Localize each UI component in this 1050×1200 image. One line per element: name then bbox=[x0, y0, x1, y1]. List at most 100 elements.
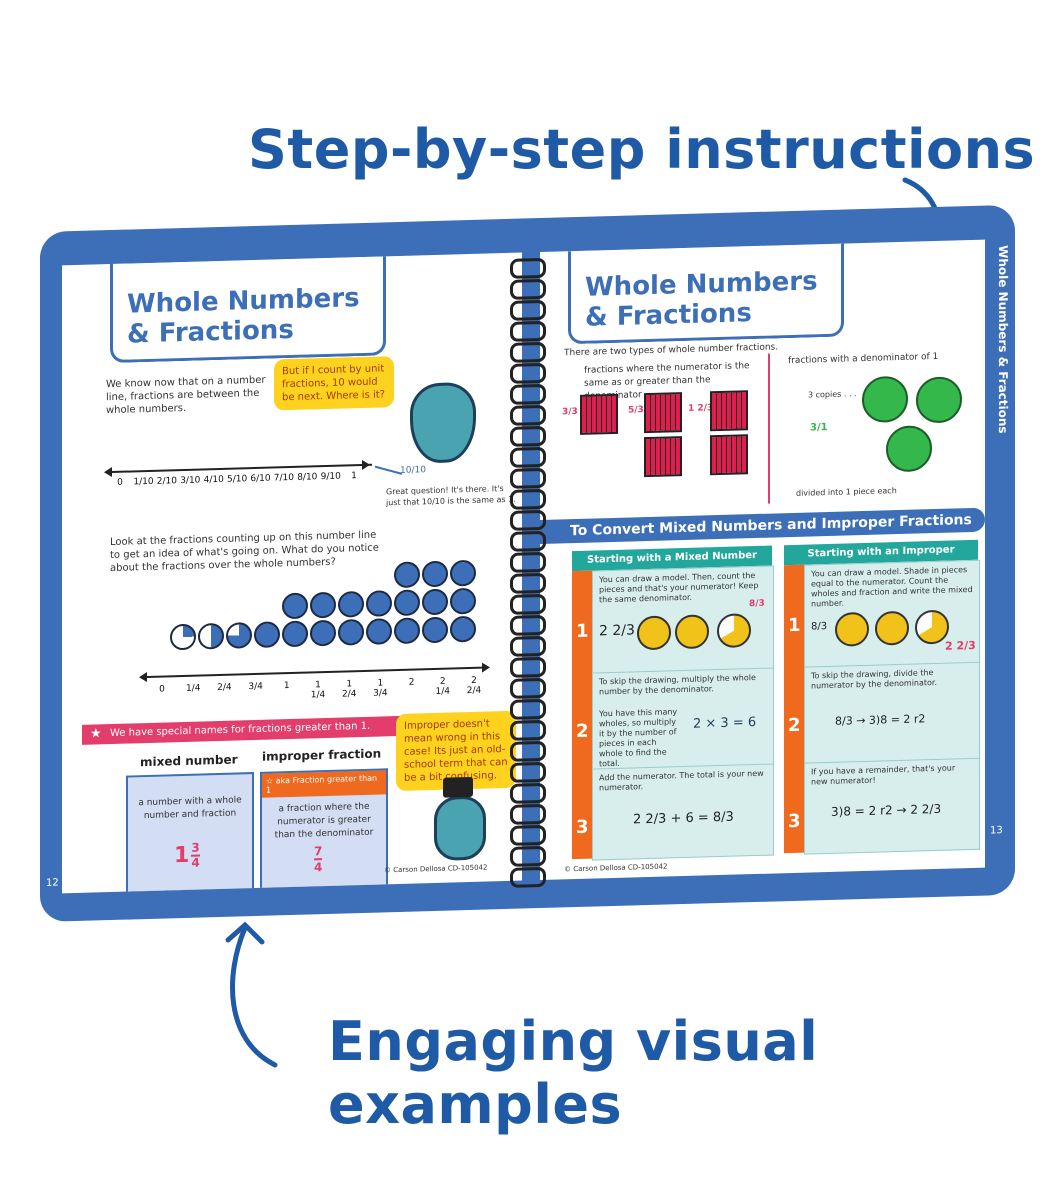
wheel-icon bbox=[637, 615, 671, 651]
quarters-tick-label: 1 3/4 bbox=[373, 678, 388, 699]
wheel-icon bbox=[717, 613, 751, 649]
mixed-heading: mixed number bbox=[140, 752, 238, 770]
tenths-tick-label: 5/10 bbox=[227, 474, 248, 485]
left-prompt: Look at the fractions counting up on thi… bbox=[110, 529, 379, 575]
quarters-tick-label: 2 2/4 bbox=[466, 675, 482, 697]
spiral-ring bbox=[510, 257, 546, 279]
right-footer: © Carson Dellosa CD-105042 bbox=[564, 862, 668, 874]
improper-tag: ☆ aka Fraction greater than 1 bbox=[262, 770, 386, 798]
spiral-ring bbox=[510, 404, 546, 426]
left-page-number: 12 bbox=[46, 877, 59, 889]
spiral-ring bbox=[510, 278, 546, 300]
tenths-tick-label: 8/10 bbox=[297, 472, 318, 483]
col1-step1-result: 8/3 bbox=[749, 598, 765, 610]
spiral-ring bbox=[510, 383, 546, 405]
tenths-tick-label: 4/10 bbox=[203, 474, 224, 486]
col1-step-num-3: 3 bbox=[576, 816, 589, 839]
fraction-circle-icon bbox=[338, 618, 364, 646]
wheel-icon bbox=[915, 609, 949, 645]
improper-example: 7 4 bbox=[314, 844, 323, 874]
whole-circle-2 bbox=[916, 376, 962, 424]
col2-step3-cell: If you have a remainder, that's your new… bbox=[804, 757, 980, 855]
fraction-bar-model bbox=[710, 390, 748, 432]
spiral-ring bbox=[510, 698, 546, 720]
tenths-tick-label: 6/10 bbox=[250, 473, 271, 485]
col2-step1-result: 2 2/3 bbox=[945, 638, 976, 653]
mascot-top-hat bbox=[434, 776, 486, 861]
col2-step1-cell: You can draw a model. Shade in pieces eq… bbox=[804, 559, 980, 669]
mixed-example-den: 4 bbox=[191, 855, 200, 870]
col2-step1-expr: 8/3 bbox=[811, 621, 828, 633]
spiral-ring bbox=[510, 593, 546, 615]
col1-step3-expr: 2 2/3 + 6 = 8/3 bbox=[633, 809, 734, 828]
right-intro: There are two types of whole number frac… bbox=[564, 342, 779, 359]
right-page-number: 13 bbox=[990, 825, 1003, 837]
type-a-frac-label: 3/3 bbox=[562, 406, 578, 418]
col2-step2-cell: To skip the drawing, divide the numerato… bbox=[804, 661, 980, 765]
spiral-ring bbox=[510, 635, 546, 657]
spiral-ring bbox=[510, 320, 546, 342]
fraction-circle-icon bbox=[310, 591, 336, 619]
left-footer: © Carson Dellosa CD-105042 bbox=[384, 863, 488, 875]
fraction-circle-icon bbox=[226, 622, 252, 649]
spiral-ring bbox=[510, 467, 546, 489]
spiral-ring bbox=[510, 845, 546, 867]
left-page: Whole Numbers & Fractions We know now th… bbox=[62, 252, 522, 894]
fraction-bar-model bbox=[580, 393, 618, 435]
whole-circle-1 bbox=[862, 375, 908, 424]
spiral-ring bbox=[510, 488, 546, 510]
wheel-icon bbox=[835, 611, 869, 647]
star-icon: ★ bbox=[90, 726, 102, 742]
tenths-tick-label: 1 bbox=[351, 471, 357, 482]
fraction-circle-icon bbox=[394, 589, 420, 617]
spiral-ring bbox=[510, 341, 546, 363]
col2-step2-text: To skip the drawing, divide the numerato… bbox=[811, 668, 938, 691]
fraction-circle-icon bbox=[450, 587, 476, 615]
left-intro: We know now that on a number line, fract… bbox=[106, 374, 266, 417]
spiral-ring bbox=[510, 656, 546, 678]
col1-step-num-2: 2 bbox=[576, 720, 589, 743]
fraction-circle-icon bbox=[366, 590, 392, 617]
fraction-circle-icon bbox=[198, 622, 224, 650]
quarters-tick-label: 2/4 bbox=[217, 682, 232, 694]
col2-step2-expr: 8/3 → 3)8 = 2 r2 bbox=[835, 712, 926, 728]
pointer-10-10: 10/10 bbox=[400, 465, 426, 476]
improper-desc: a fraction where the numerator is greate… bbox=[274, 801, 374, 841]
col2-step1-text: You can draw a model. Shade in pieces eq… bbox=[811, 565, 973, 609]
fraction-circle-icon bbox=[282, 592, 308, 620]
fraction-circle-icon bbox=[282, 620, 308, 648]
fraction-circle-icon bbox=[422, 616, 448, 644]
right-title-line2: & Fractions bbox=[585, 298, 752, 333]
left-title-line1: Whole Numbers bbox=[127, 283, 360, 320]
fraction-circle-icon bbox=[450, 615, 476, 643]
mixed-desc: a number with a whole number and fractio… bbox=[138, 795, 242, 822]
quarters-tick-label: 3/4 bbox=[248, 681, 263, 693]
spiral-ring bbox=[510, 677, 546, 699]
spiral-ring bbox=[510, 803, 546, 825]
type-divider bbox=[768, 353, 770, 504]
wheel-icon bbox=[675, 614, 709, 650]
number-line-quarters bbox=[139, 662, 490, 683]
wheel-icon bbox=[875, 610, 909, 646]
quarters-tick-label: 0 bbox=[159, 684, 165, 695]
col1-step1-expr: 2 2/3 bbox=[599, 622, 635, 640]
tenths-tick-label: 2/10 bbox=[156, 476, 178, 487]
star-outline-icon: ☆ bbox=[266, 776, 276, 786]
side-tab: Whole Numbers & Fractions bbox=[996, 244, 1010, 434]
tenths-tick-label: 1/10 bbox=[133, 476, 154, 488]
col1-step1-text: You can draw a model. Then, count the pi… bbox=[599, 571, 759, 605]
fraction-circle-icon bbox=[422, 560, 448, 588]
fraction-bar-model bbox=[644, 392, 682, 434]
fraction-bar-model bbox=[710, 434, 748, 476]
spiral-ring bbox=[510, 614, 546, 636]
spiral-ring bbox=[510, 446, 546, 468]
spiral-ring bbox=[510, 362, 546, 384]
right-title-line1: Whole Numbers bbox=[585, 266, 818, 303]
quarters-tick-label: 1/4 bbox=[185, 683, 201, 694]
spiral-ring bbox=[510, 740, 546, 762]
col1-step1-cell: You can draw a model. Then, count the pi… bbox=[592, 565, 774, 675]
improper-heading: improper fraction bbox=[262, 746, 382, 764]
fraction-circle-icon bbox=[338, 590, 364, 618]
quarters-tick-label: 2 1/4 bbox=[435, 676, 451, 697]
speech-bubble-1: But if I count by unit fractions, 10 wou… bbox=[274, 356, 394, 411]
